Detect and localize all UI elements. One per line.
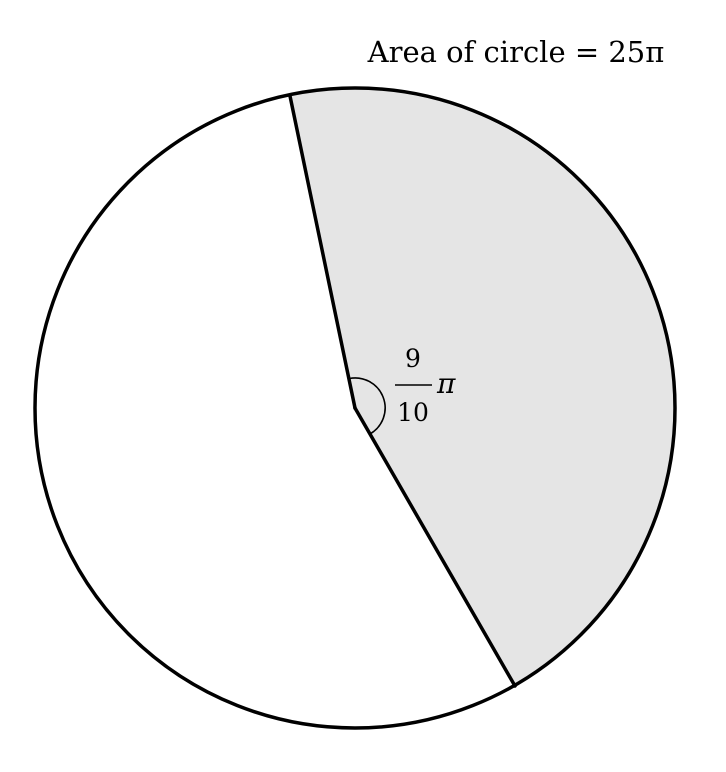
angle-numerator: 9 bbox=[405, 344, 421, 373]
radius-upper bbox=[288, 94, 357, 410]
angle-label: 9 10 π bbox=[395, 344, 456, 427]
circle-area-label: Area of circle = 25π bbox=[367, 35, 665, 69]
angle-pi-symbol: π bbox=[436, 367, 456, 400]
angle-arc bbox=[348, 377, 386, 435]
circle-outline bbox=[33, 86, 677, 730]
angle-denominator: 10 bbox=[397, 398, 429, 427]
shaded-sector bbox=[290, 89, 674, 687]
radius-lower bbox=[353, 406, 517, 688]
